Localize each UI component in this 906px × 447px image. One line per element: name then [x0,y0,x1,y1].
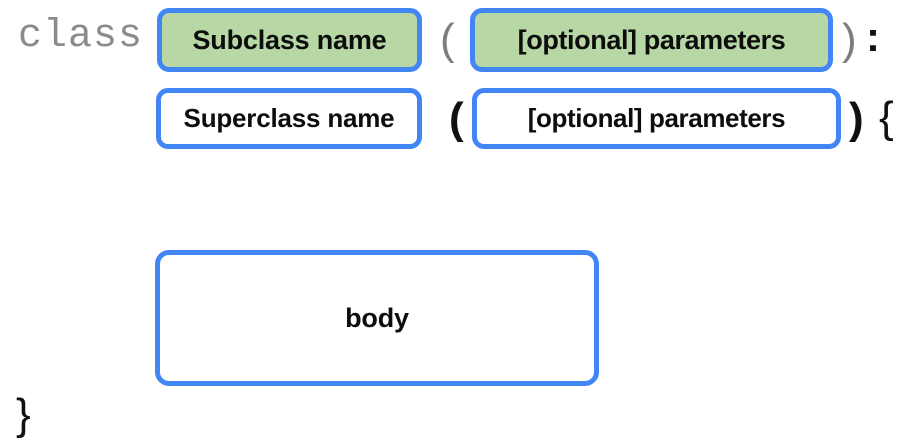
line1-close-paren: ) [842,15,857,64]
line2-close-paren: ) [849,94,864,143]
superclass-parameters-box[interactable]: [optional] parameters [472,88,841,149]
subclass-name-box[interactable]: Subclass name [157,8,422,72]
line2-open-brace: { [879,93,894,142]
superclass-name-box[interactable]: Superclass name [156,88,422,149]
line2-open-paren: ( [449,94,464,143]
subclass-name-label: Subclass name [192,24,387,55]
superclass-name-label: Superclass name [183,103,395,133]
line1-open-paren: ( [440,15,455,64]
subclass-parameters-box[interactable]: [optional] parameters [470,8,833,72]
body-box[interactable]: body [155,250,599,386]
subclass-parameters-label: [optional] parameters [517,24,786,55]
body-label: body [345,302,409,333]
closing-brace: } [16,390,31,439]
superclass-parameters-label: [optional] parameters [527,103,786,133]
line1-colon: : [866,13,880,60]
class-keyword: class [18,14,144,59]
